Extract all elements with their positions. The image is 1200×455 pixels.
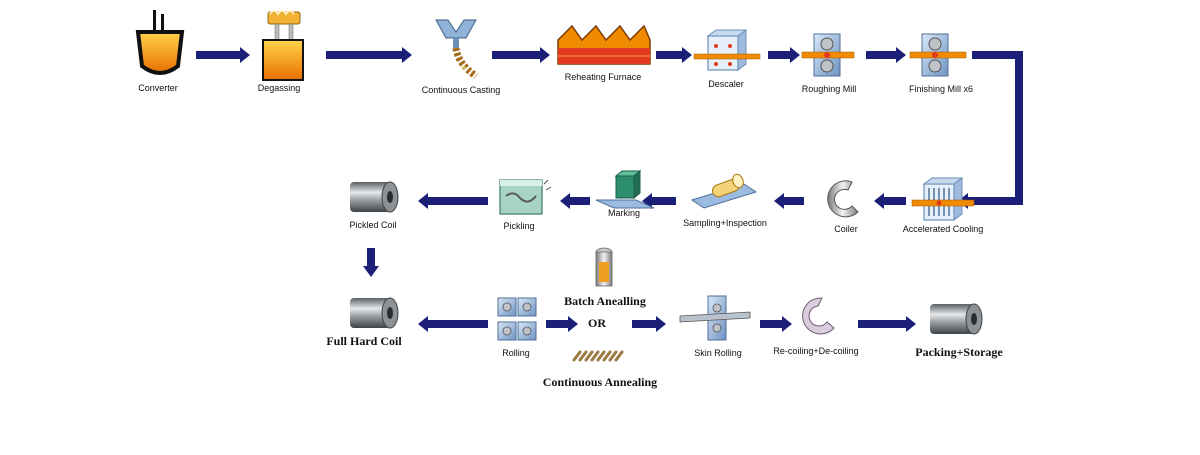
or-label: OR [588, 316, 606, 330]
converter-label: Converter [138, 83, 178, 93]
arrow-pickling-pickledcoil [418, 193, 488, 209]
finishing-mill-icon [909, 33, 967, 77]
full-hard-coil-icon [350, 297, 399, 329]
skin-rolling-icon [679, 295, 751, 341]
arrow-annealing-skinrolling [632, 316, 666, 332]
flow-arrows [196, 47, 1023, 332]
recoiling-label: Re-coiling+De-coiling [773, 346, 859, 356]
finishing-mill-label: Finishing Mill x6 [908, 84, 974, 94]
full-hard-coil-label: Full Hard Coil [326, 334, 402, 348]
degassing-icon [262, 10, 304, 81]
reheating-furnace-icon [557, 24, 651, 65]
sampling-inspection-label: Sampling+Inspection [683, 218, 767, 228]
arrow-descaler-roughing [768, 47, 800, 63]
rolling-label: Rolling [502, 348, 530, 358]
accelerated-cooling-label: Accelerated Cooling [902, 224, 984, 234]
rolling-icon [497, 297, 537, 341]
pickling-label: Pickling [503, 221, 535, 231]
arrow-skinrolling-recoiling [760, 316, 792, 332]
pickled-coil-label: Pickled Coil [349, 220, 397, 230]
continuous-casting-label: Continuous Casting [421, 85, 501, 95]
arrow-pickledcoil-fullhard [363, 248, 379, 277]
arrow-rolling-fullhard [418, 316, 488, 332]
packing-storage-label: Packing+Storage [915, 345, 1003, 359]
coiler-label: Coiler [834, 224, 858, 234]
arrow-recoiling-packing [858, 316, 916, 332]
arrow-degassing-casting [326, 47, 412, 63]
degassing-label: Degassing [257, 83, 301, 93]
marking-icon [595, 169, 655, 209]
marking-label: Marking [607, 208, 641, 218]
roughing-mill-icon [801, 33, 855, 77]
pickled-coil-icon [350, 181, 399, 213]
batch-annealing-label: Batch Anealling [564, 294, 646, 308]
arrow-casting-furnace [492, 47, 550, 63]
arrow-rolling-annealing [546, 316, 578, 332]
sampling-inspection-icon [690, 173, 758, 209]
arrow-converter-degassing [196, 47, 250, 63]
continuous-annealing-icon [572, 350, 624, 362]
arrow-cooling-coiler [874, 193, 906, 209]
pickling-icon [499, 179, 552, 215]
arrow-sampling-marking [642, 193, 676, 209]
continuous-casting-icon [435, 19, 479, 79]
converter-icon [135, 10, 185, 75]
arrow-furnace-descaler [656, 47, 692, 63]
roughing-mill-label: Roughing Mill [801, 84, 857, 94]
continuous-annealing-label: Continuous Annealing [542, 375, 658, 389]
reheating-furnace-label: Reheating Furnace [564, 72, 642, 82]
recoiling-icon [802, 297, 835, 335]
arrow-roughing-finishing [866, 47, 906, 63]
arrow-marking-pickling [560, 193, 590, 209]
accelerated-cooling-icon [911, 177, 975, 221]
descaler-icon [693, 29, 761, 71]
arrow-coiler-sampling [774, 193, 804, 209]
batch-annealing-icon [595, 247, 613, 287]
arrow-finishing-cooling-bend [958, 51, 1023, 209]
skin-rolling-label: Skin Rolling [694, 348, 742, 358]
coiler-icon [827, 180, 859, 218]
packing-storage-icon [930, 303, 983, 335]
descaler-label: Descaler [708, 79, 744, 89]
